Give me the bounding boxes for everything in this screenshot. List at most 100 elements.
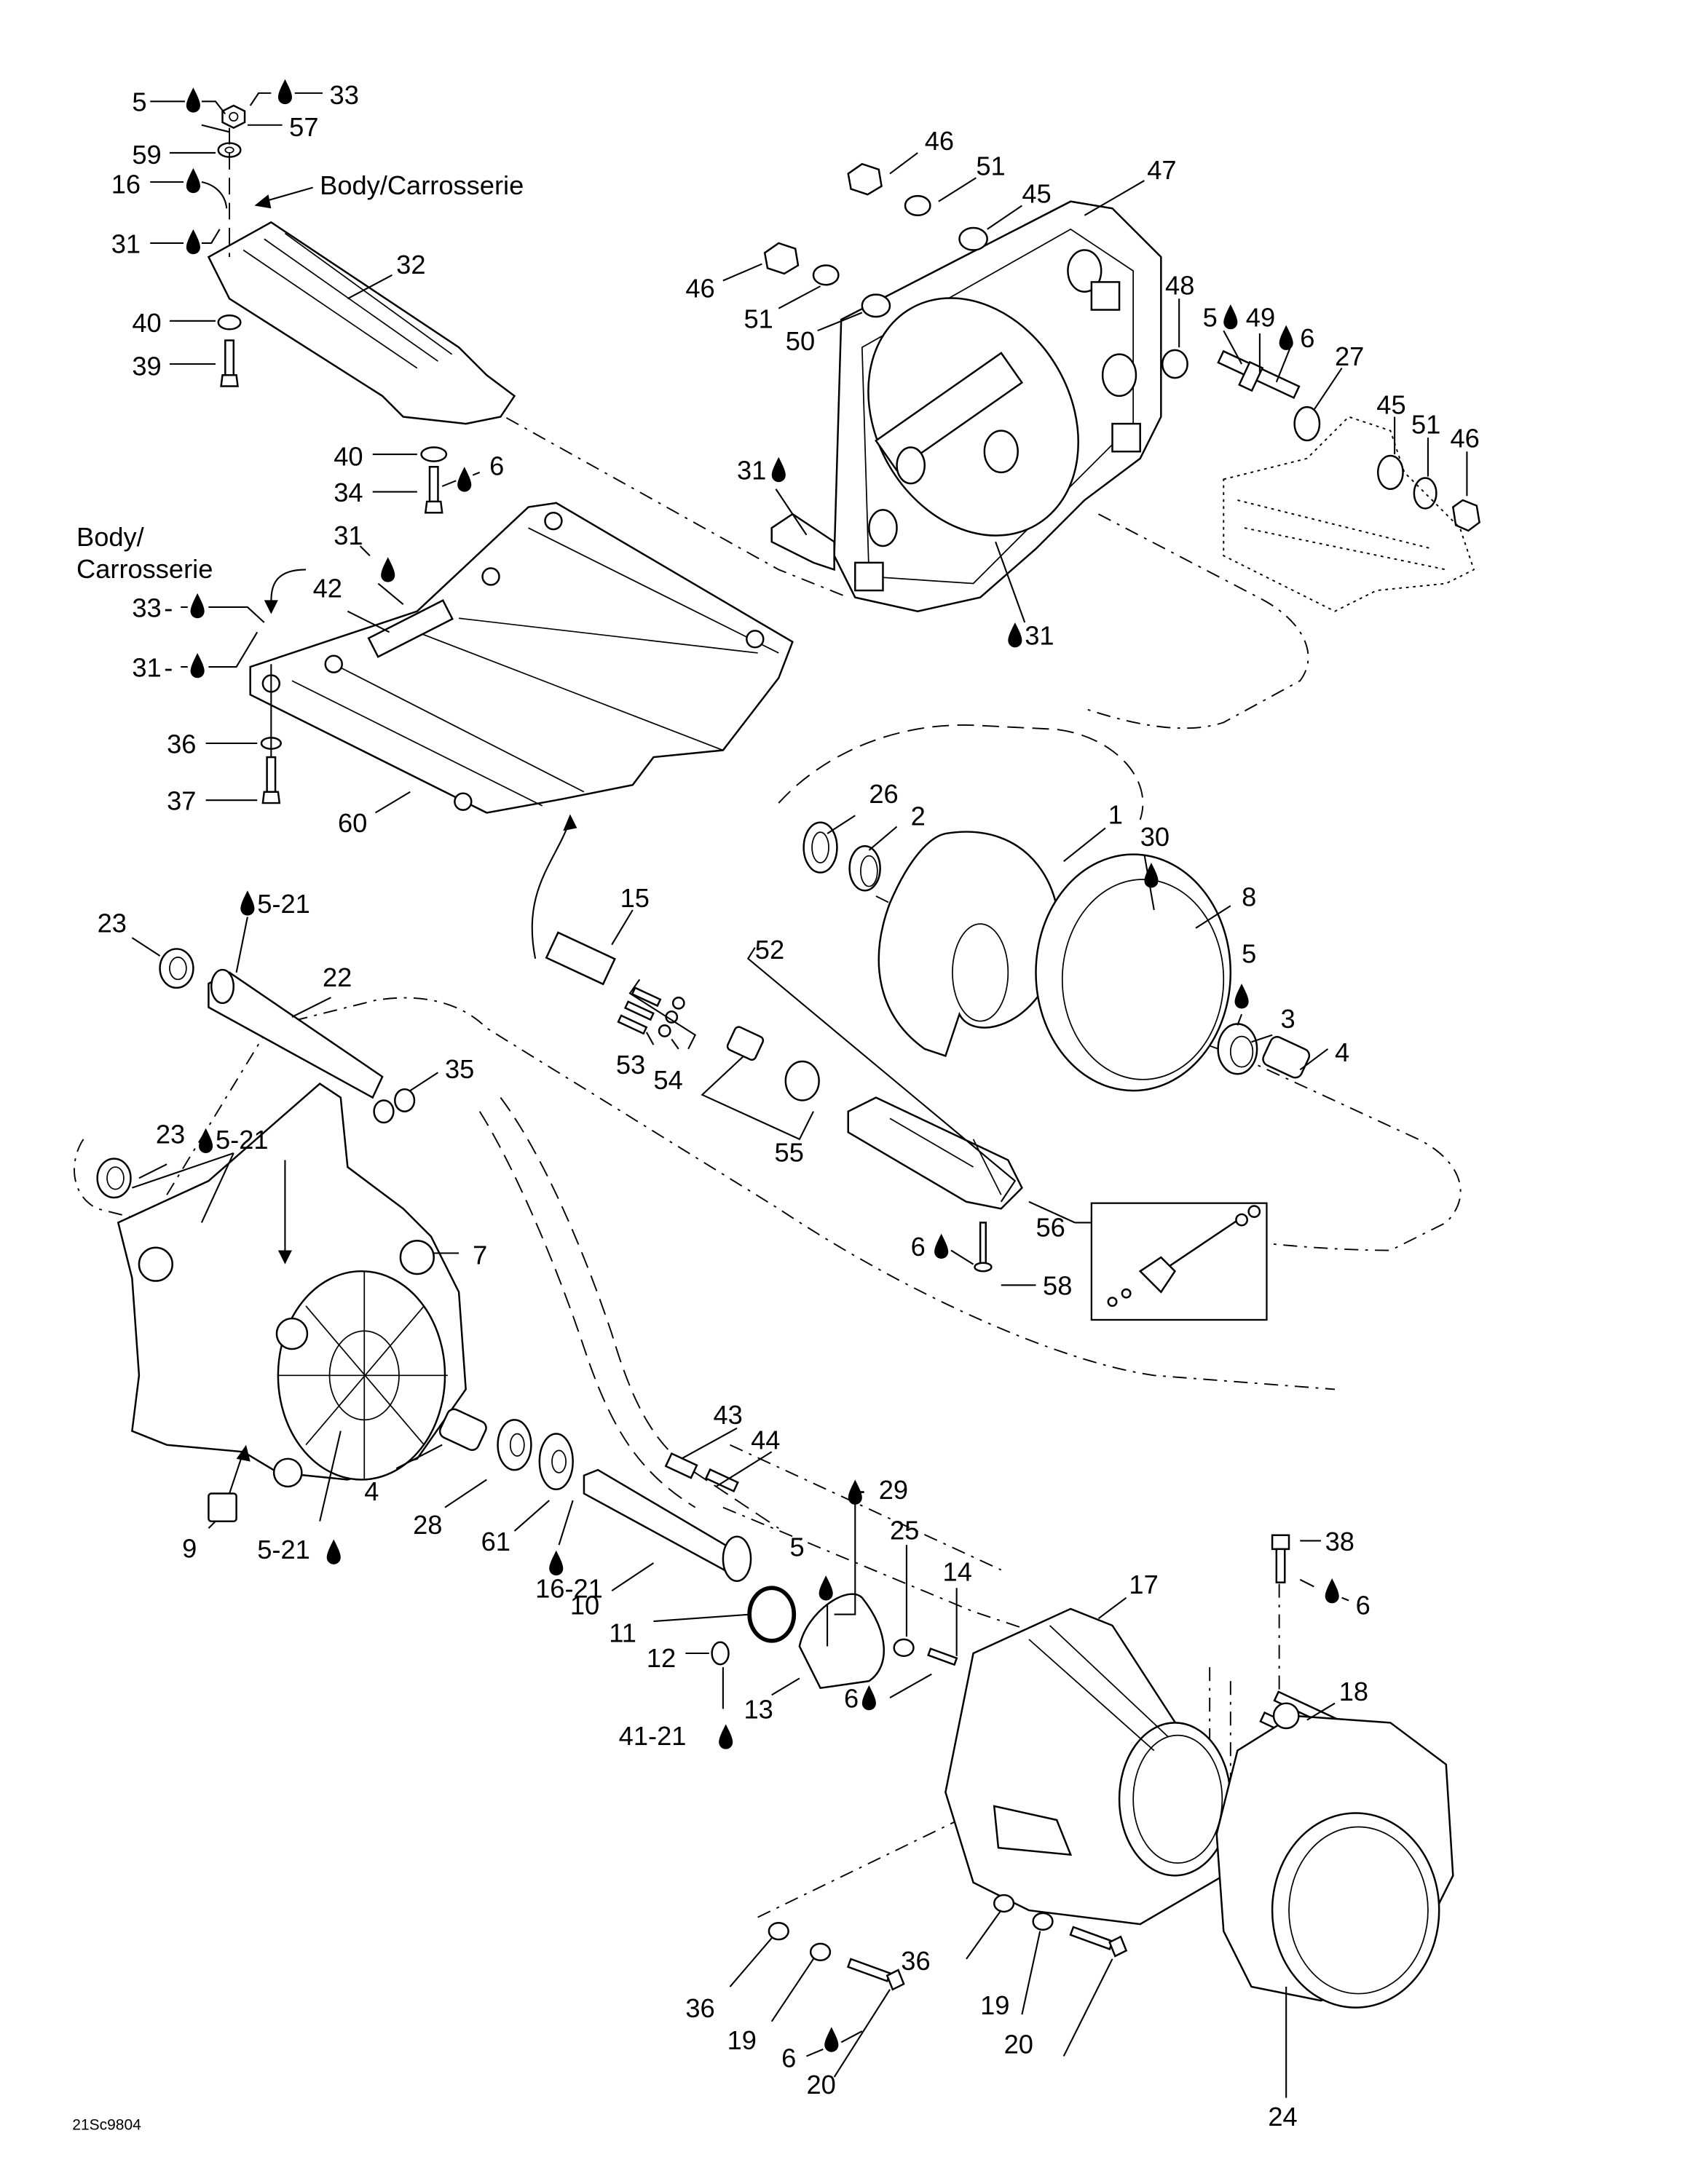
callout-14: 14 <box>943 1557 972 1587</box>
sealant-drop-icon <box>1325 1578 1339 1604</box>
sealant-drop-icon <box>186 87 200 113</box>
callout-39: 39 <box>132 351 161 381</box>
callout-45: 45 <box>1376 390 1405 420</box>
callout-8: 8 <box>1242 882 1256 911</box>
callout-54: 54 <box>653 1065 682 1095</box>
annotation-body-left-1: Body/ <box>76 522 145 552</box>
part-58-screw <box>974 1222 993 1273</box>
part-40-washer-b <box>420 446 448 462</box>
callout-17: 17 <box>1129 1570 1158 1599</box>
sealant-drop-icon <box>457 467 472 492</box>
part-27-washer <box>1293 405 1321 442</box>
callout-61: 61 <box>481 1527 510 1556</box>
part-46-nut-c <box>1451 499 1480 532</box>
part-19-lockwasher-a <box>809 1942 832 1961</box>
callout-32: 32 <box>396 250 425 280</box>
annotation-body-left-2: Carrosserie <box>76 554 213 584</box>
part-19-lockwasher-b <box>1032 1912 1054 1931</box>
sealant-drop-icon <box>186 229 200 255</box>
part-9-nut <box>208 1492 237 1522</box>
sealant-drop-icon <box>381 557 395 582</box>
callout-5: 5 <box>790 1532 805 1562</box>
callout-33: 33 <box>132 593 161 622</box>
callout-26: 26 <box>869 779 898 809</box>
callout-22: 22 <box>323 962 352 992</box>
callout-5: 5 <box>132 87 146 117</box>
routing-arrows <box>201 124 577 1494</box>
callout-15: 15 <box>620 883 650 913</box>
part-45-washer-a <box>958 226 988 251</box>
part-7-pump-housing <box>117 1082 467 1488</box>
part-20-bolt-a <box>846 1958 905 1991</box>
callout-20: 20 <box>806 2070 835 2100</box>
figure-code: 21Sc9804 <box>72 2117 141 2134</box>
callout-6: 6 <box>1300 323 1314 353</box>
callout-45: 45 <box>1022 179 1051 209</box>
sealant-drop-icon <box>719 1724 733 1749</box>
body-reference-outline <box>1223 416 1475 612</box>
callout-56: 56 <box>1036 1212 1065 1242</box>
part-28-washer <box>497 1419 532 1471</box>
callout-5-21: 5-21 <box>257 889 310 919</box>
callout-31: 31 <box>111 229 141 258</box>
callout-42: 42 <box>313 574 342 604</box>
part-51-lockwasher-a <box>904 194 931 217</box>
part-45-washer-b <box>1376 454 1404 490</box>
callout-43: 43 <box>714 1400 743 1430</box>
part-15-connector <box>545 931 616 986</box>
part-44-spring <box>704 1468 739 1493</box>
sealant-drop-icon <box>186 167 200 194</box>
part-56-detail-inset <box>1090 1202 1268 1321</box>
part-46-nut-a <box>847 162 883 196</box>
sealant-drop-icon <box>190 652 205 678</box>
callout-48: 48 <box>1165 271 1194 301</box>
part-20-bolt-b <box>1069 1926 1128 1958</box>
part-23-seal-a <box>159 948 194 989</box>
callout-2: 2 <box>911 802 926 831</box>
part-26-seal <box>802 821 838 874</box>
part-49-stud <box>1217 349 1301 400</box>
part-2-sleeve <box>848 844 881 892</box>
callout-36: 36 <box>167 729 196 759</box>
sealant-drop-icon <box>934 1233 949 1259</box>
part-22-tube <box>208 968 384 1099</box>
callout-16-21: 16-21 <box>535 1574 603 1604</box>
callout-36: 36 <box>685 1993 714 2023</box>
callout-23: 23 <box>98 909 127 938</box>
part-54-seals <box>658 996 685 1037</box>
sealant-drop-icon <box>824 2027 839 2052</box>
part-10-shaft <box>583 1468 752 1582</box>
dash-31: - <box>164 652 173 682</box>
part-38-screw <box>1271 1534 1290 1583</box>
callout-20: 20 <box>1004 2030 1033 2060</box>
callout-16: 16 <box>111 169 141 199</box>
callout-36: 36 <box>901 1946 930 1976</box>
part-25-washer <box>893 1638 915 1658</box>
callout-6: 6 <box>781 2043 796 2073</box>
callout-19: 19 <box>727 2025 757 2055</box>
part-36-washer-c <box>993 1894 1015 1913</box>
sealant-drop-icon <box>1279 325 1293 350</box>
callout-27: 27 <box>1335 341 1364 371</box>
callout-34: 34 <box>334 478 363 507</box>
callout-46: 46 <box>1450 424 1479 454</box>
dash-29: - <box>856 1475 865 1505</box>
sealant-drop-icon <box>549 1550 564 1576</box>
callout-11: 11 <box>609 1618 636 1648</box>
callout-40: 40 <box>132 308 161 338</box>
part-37-bolt <box>261 756 281 804</box>
sealant-drop-icon <box>819 1575 833 1601</box>
callout-10: 10 <box>570 1591 599 1621</box>
callout-40: 40 <box>334 441 363 471</box>
callout-4: 4 <box>1335 1037 1349 1067</box>
callout-5: 5 <box>1203 302 1218 332</box>
callout-29: 29 <box>879 1475 908 1505</box>
sealant-drop-icon <box>1234 984 1249 1009</box>
sealant-drop-icon <box>240 890 255 916</box>
annotation-body-top: Body/Carrosserie <box>320 170 524 200</box>
callout-1: 1 <box>1108 800 1123 830</box>
callout-19: 19 <box>980 1990 1009 2020</box>
part-43-pin <box>664 1452 698 1479</box>
callout-6: 6 <box>1356 1591 1370 1621</box>
callout-55: 55 <box>775 1137 804 1167</box>
